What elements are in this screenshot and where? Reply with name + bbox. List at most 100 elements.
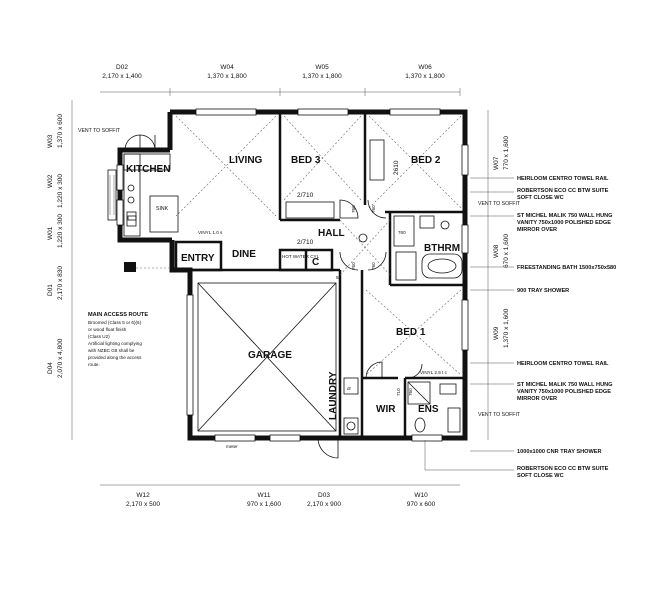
- vent-label: VENT TO SOFFIT: [478, 201, 521, 207]
- access-note-line: or wood float finish: [88, 327, 127, 332]
- fixture-note: VANITY 750x1000 POLISHED EDGE: [517, 220, 611, 226]
- top-window-size: 1,370 x 1,800: [302, 73, 342, 80]
- vent-labels: VENT TO SOFFIT VENT TO SOFFIT VENT TO SO…: [78, 128, 521, 418]
- exterior-walls: [117, 109, 468, 441]
- label-hwc: HOT WATER CYL: [282, 254, 320, 259]
- right-window-schedule: W07 770 x 1,600 W08 670 x 1,600 W09 1,37…: [487, 110, 510, 440]
- interior-walls: [174, 112, 465, 438]
- left-window-schedule: W03 1,370 x 600 W02 1,220 x 300 W01 1,22…: [47, 100, 73, 440]
- room-garage: GARAGE: [248, 350, 292, 361]
- access-note-line: provided along the access: [88, 355, 142, 360]
- access-note-line: (Class U2): [88, 334, 110, 339]
- fixture-note: 1000x1000 CNR TRAY SHOWER: [517, 449, 602, 455]
- wall-windows: [116, 108, 469, 442]
- wir-door: [365, 361, 383, 379]
- fixture-note: ST MICHEL MALIK 750 WALL HUNG: [517, 382, 613, 388]
- bed3-wardrobe: [285, 201, 335, 219]
- bottom-window-size: 2,170 x 500: [126, 501, 160, 508]
- top-window-schedule: D02 2,170 x 1,400 W04 1,370 x 1,800 W05 …: [100, 64, 461, 96]
- left-window-code: D04: [47, 362, 54, 374]
- garage-slab-cross: [197, 282, 337, 432]
- left-window-code: W01: [47, 226, 54, 240]
- top-window-code: D02: [116, 64, 128, 71]
- room-labels: KITCHEN LIVING BED 3 BED 2 HALL DINE ENT…: [126, 155, 460, 420]
- bottom-window-size: 970 x 600: [407, 501, 436, 508]
- room-entry: ENTRY: [181, 253, 215, 264]
- top-window-code: W05: [315, 64, 329, 71]
- bottom-window-size: 970 x 1,600: [247, 501, 281, 508]
- fixture-note: HEIRLOOM CENTRO TOWEL RAIL: [517, 361, 609, 367]
- bottom-window-size: 2,170 x 900: [307, 501, 341, 508]
- door-hall-a: 760: [351, 205, 356, 213]
- label-cupboard: C: [312, 257, 319, 268]
- top-window-size: 2,170 x 1,400: [102, 73, 142, 80]
- left-window-size: 2,170 x 830: [57, 266, 64, 300]
- door-hall-d: 760: [371, 262, 376, 270]
- fixture-note: MIRROR OVER: [517, 227, 557, 233]
- right-window-code: W07: [493, 156, 500, 170]
- left-window-size: 2,070 x 4,800: [57, 338, 64, 378]
- bottom-window-schedule: W12 2,170 x 500 W11 970 x 1,600 D03 2,17…: [100, 484, 460, 508]
- door-bed2: 2610: [393, 160, 400, 175]
- ens-door: [407, 363, 423, 379]
- room-hall: HALL: [318, 228, 345, 239]
- room-bed1: BED 1: [396, 327, 426, 338]
- label-meter: meter: [226, 444, 238, 449]
- right-window-size: 670 x 1,600: [503, 234, 510, 268]
- access-note-line: MAIN ACCESS ROUTE: [88, 312, 148, 318]
- kitchen-door: [124, 134, 156, 151]
- access-route-note: MAIN ACCESS ROUTE Broomed (Class 5 or 6)…: [88, 312, 148, 367]
- access-note-line: Artificial lighting complying: [88, 341, 142, 346]
- kitchen-fixtures: [107, 153, 179, 237]
- door-hall-b: 760: [371, 205, 376, 213]
- access-note-line: Broomed (Class 5 or 6)(6): [88, 320, 142, 325]
- door-bed3: 2/710: [297, 192, 314, 199]
- label-vinyl-1: VINYL 1.0 s: [198, 230, 223, 235]
- left-window-size: 1,370 x 600: [57, 114, 64, 148]
- room-bthrm: BTHRM: [424, 243, 460, 254]
- label-sink: SINK: [156, 206, 169, 212]
- left-window-code: W02: [47, 174, 54, 188]
- room-kitchen: KITCHEN: [126, 164, 170, 175]
- door-size-labels: 2/710 2/710 2610 760 760 760 760 760 710…: [198, 160, 448, 449]
- top-window-size: 1,370 x 1,800: [207, 73, 247, 80]
- top-window-code: W04: [220, 64, 234, 71]
- fixture-note: ROBERTSON ECO CC BTW SUITE: [517, 466, 609, 472]
- fixture-note: SOFT CLOSE WC: [517, 473, 564, 479]
- right-window-code: W09: [493, 326, 500, 340]
- room-ens: ENS: [418, 404, 439, 415]
- label-58: 58: [336, 275, 342, 280]
- bottom-window-code: W12: [136, 492, 150, 499]
- bottom-window-code: W10: [414, 492, 428, 499]
- top-window-code: W06: [418, 64, 432, 71]
- door-bthrm: 760: [398, 230, 406, 235]
- right-window-code: W08: [493, 244, 500, 258]
- vent-label: VENT TO SOFFIT: [78, 128, 121, 134]
- fixture-note: HEIRLOOM CENTRO TOWEL RAIL: [517, 176, 609, 182]
- laundry-fixtures: [343, 377, 359, 435]
- ensuite-fixtures: [407, 381, 461, 433]
- room-bed2: BED 2: [411, 155, 441, 166]
- fixture-note: SOFT CLOSE WC: [517, 195, 564, 201]
- room-bed3: BED 3: [291, 155, 321, 166]
- left-window-code: D01: [47, 284, 54, 296]
- label-dr: dr: [347, 386, 352, 391]
- right-window-size: 770 x 1,600: [503, 136, 510, 170]
- left-window-code: W03: [47, 134, 54, 148]
- room-wir: WIR: [376, 404, 396, 415]
- fixture-note: VANITY 750x1000 POLISHED EDGE: [517, 389, 611, 395]
- access-note-line: with NZBC G8 shall be: [88, 348, 135, 353]
- ceiling-lines: [175, 115, 462, 376]
- room-laundry: LAUNDRY: [328, 371, 339, 420]
- right-window-size: 1,370 x 1,600: [503, 308, 510, 348]
- fixture-note: FREESTANDING BATH 1500x750x580: [517, 265, 616, 271]
- fixture-note: ST MICHEL MALIK 750 WALL HUNG: [517, 213, 613, 219]
- door-dine: 2/710: [297, 239, 314, 246]
- bed2-wardrobe: [369, 139, 385, 181]
- door-ens: 760: [408, 388, 413, 396]
- meter-box: [124, 262, 136, 272]
- vent-label: VENT TO SOFFIT: [478, 412, 521, 418]
- room-dine: DINE: [232, 249, 256, 260]
- top-window-size: 1,370 x 1,800: [405, 73, 445, 80]
